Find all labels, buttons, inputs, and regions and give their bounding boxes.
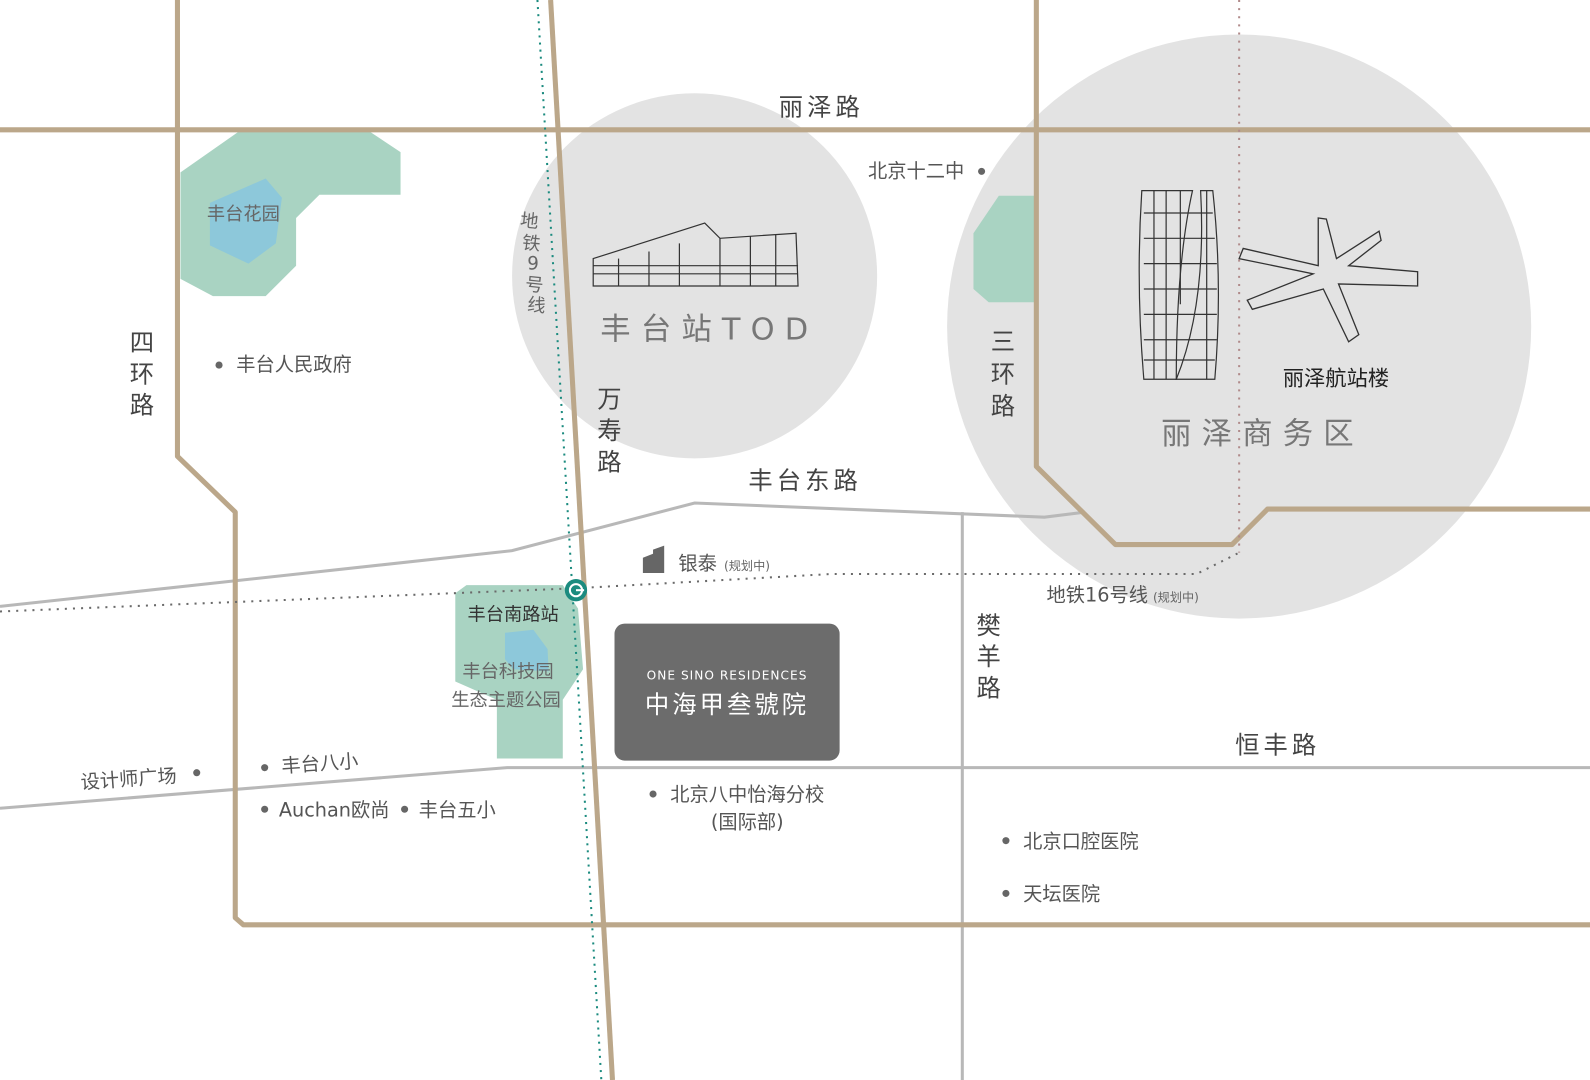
svg-text:路: 路 xyxy=(977,674,1005,703)
lize-towers-icon xyxy=(1138,190,1220,380)
poi-dot xyxy=(1002,889,1010,897)
svg-text:线: 线 xyxy=(526,294,546,317)
svg-text:路: 路 xyxy=(130,391,158,420)
poi-dot xyxy=(261,764,269,772)
svg-text:铁: 铁 xyxy=(521,233,541,256)
svg-text:环: 环 xyxy=(130,359,158,388)
metro-line-16-label: 地铁16号线 xyxy=(1046,583,1147,606)
metro-line-16-note: (规划中) xyxy=(1153,589,1199,604)
poi-dot xyxy=(649,790,657,798)
minor-roads xyxy=(0,501,1590,1080)
svg-text:环: 环 xyxy=(991,359,1019,388)
fengtai-garden-water xyxy=(209,178,282,264)
yintai-note: (规划中) xyxy=(724,558,770,573)
fengtai-east-road-label: 丰台东路 xyxy=(748,466,862,495)
third-ring-label: 三 环 路 xyxy=(991,327,1019,421)
project-name-en: ONE SINO RESIDENCES xyxy=(647,668,808,682)
yintai-label[interactable]: 银泰 xyxy=(678,552,716,575)
lize-terminal-label: 丽泽航站楼 xyxy=(1283,366,1389,391)
fengtai-east-road xyxy=(0,501,1086,608)
poi-dot xyxy=(261,805,269,813)
tod-label: 丰台站TOD xyxy=(600,313,818,348)
svg-text:羊: 羊 xyxy=(977,642,1005,671)
beijing8-label-1[interactable]: 北京八中怡海分校 xyxy=(670,783,824,806)
auchan-label[interactable]: Auchan欧尚 xyxy=(279,798,390,821)
poi-dot xyxy=(193,769,201,777)
station-label: 丰台南路站 xyxy=(467,605,558,626)
svg-text:路: 路 xyxy=(597,448,625,477)
svg-text:三: 三 xyxy=(991,327,1019,356)
wanshou-road xyxy=(548,0,616,1080)
svg-text:9: 9 xyxy=(527,254,539,275)
design-square-label[interactable]: 设计师广场 xyxy=(80,764,178,794)
tod-building-icon xyxy=(592,222,799,287)
fengtai-gov-label[interactable]: 丰台人民政府 xyxy=(236,353,351,376)
fengtai-garden-label: 丰台花园 xyxy=(207,204,280,225)
poi-dot xyxy=(401,805,409,813)
poi-dot xyxy=(978,167,986,175)
svg-text:寿: 寿 xyxy=(597,416,625,445)
svg-text:号: 号 xyxy=(524,274,544,297)
third-ring-road xyxy=(1033,0,1590,548)
lize-park xyxy=(973,195,1037,303)
hengfeng-road xyxy=(0,766,1590,810)
project-name-cn: 中海甲叁號院 xyxy=(645,690,809,719)
poi-dot xyxy=(215,361,223,369)
science-park-label-2: 生态主题公园 xyxy=(451,690,560,711)
science-park xyxy=(455,585,584,759)
lize-road-label: 丽泽路 xyxy=(779,93,864,122)
stomatology-label[interactable]: 北京口腔医院 xyxy=(1023,830,1138,853)
svg-text:四: 四 xyxy=(130,328,158,357)
poi-dot xyxy=(1002,837,1010,845)
beijing12-label[interactable]: 北京十二中 xyxy=(868,159,964,182)
tod-zone-circle xyxy=(512,93,878,459)
fourth-ring-road xyxy=(174,0,1590,928)
svg-text:万: 万 xyxy=(597,385,625,414)
science-park-label-1: 丰台科技园 xyxy=(462,661,553,682)
hengfeng-road-label: 恒丰路 xyxy=(1235,730,1320,759)
yintai-building-icon xyxy=(642,545,665,573)
tiantan-label[interactable]: 天坛医院 xyxy=(1023,883,1100,906)
svg-text:地: 地 xyxy=(519,210,539,233)
wanshou-road-label: 万 寿 路 xyxy=(597,385,625,477)
metro-line-9-label: 地 铁 9 号 线 xyxy=(519,210,546,317)
lize-cbd-label: 丽泽商务区 xyxy=(1161,417,1364,452)
science-park-water xyxy=(504,629,549,672)
project-marker[interactable]: ONE SINO RESIDENCES 中海甲叁號院 xyxy=(614,623,840,761)
beijing8-label-2: (国际部) xyxy=(711,811,784,834)
fourth-ring-label: 四 环 路 xyxy=(130,328,158,420)
fengtai5-label[interactable]: 丰台五小 xyxy=(419,798,496,821)
fanyang-road-label: 樊 羊 路 xyxy=(977,611,1005,703)
metro-line-9 xyxy=(536,0,603,1080)
svg-text:路: 路 xyxy=(991,392,1019,421)
metro-station-icon[interactable] xyxy=(564,579,588,602)
svg-text:樊: 樊 xyxy=(977,611,1005,640)
lize-terminal-icon xyxy=(1238,217,1419,343)
fengtai8-label[interactable]: 丰台八小 xyxy=(281,749,359,777)
